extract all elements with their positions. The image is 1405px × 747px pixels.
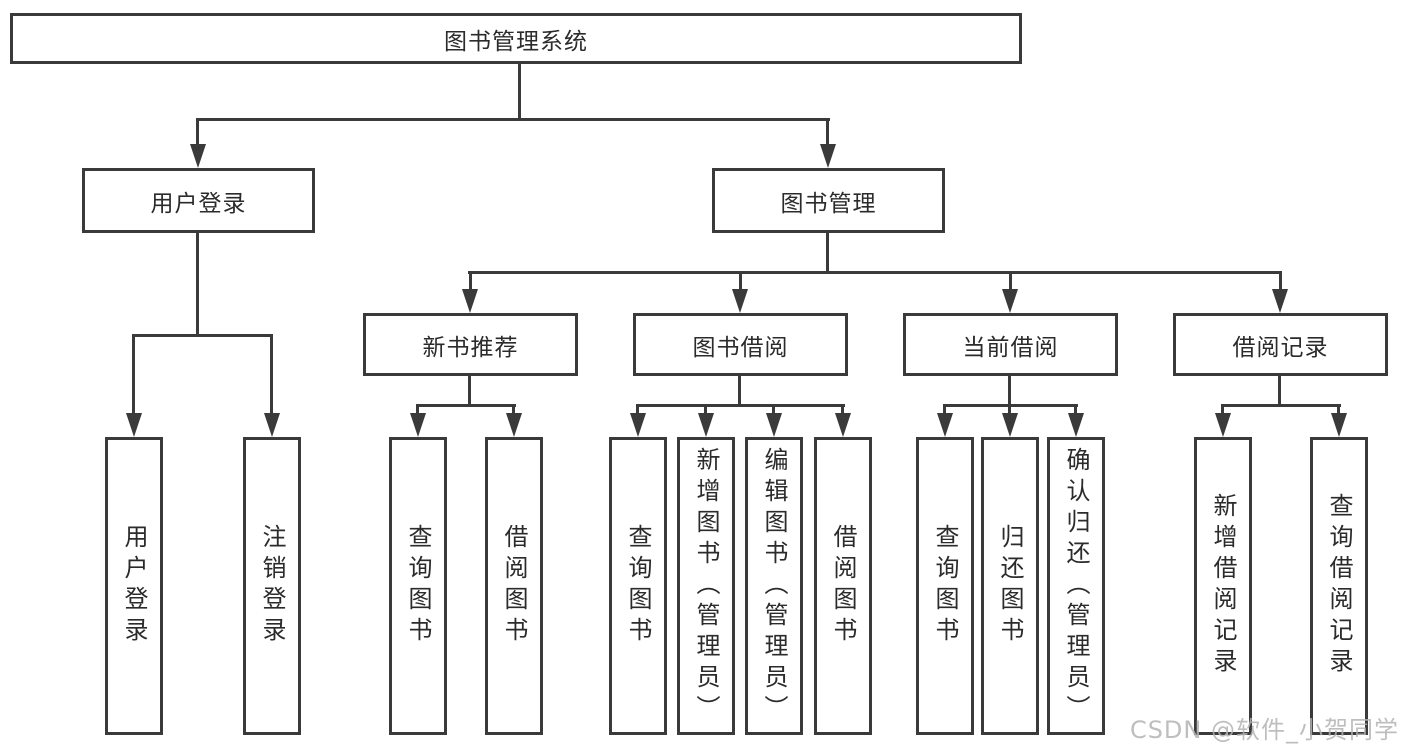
node-label: 新书推荐: [422, 334, 519, 361]
node-current-borrow: 当前借阅: [903, 313, 1118, 376]
node-new-book-recommend: 新书推荐: [363, 313, 578, 376]
connector-vline: [1337, 404, 1340, 418]
node-borrow-records: 借阅记录: [1173, 313, 1388, 376]
connector-vline: [841, 404, 844, 418]
node-label: 归还图书: [996, 524, 1024, 648]
connector-vline: [469, 271, 472, 293]
node-label: 查询图书: [404, 524, 432, 648]
arrow-down-icon: [732, 289, 748, 313]
connector-hline: [1221, 404, 1341, 407]
node-label: 查询借阅记录: [1325, 493, 1353, 679]
node-label: 图书管理系统: [444, 28, 588, 55]
connector-vline: [518, 64, 521, 121]
leaf-borrow-books-recommend: 借阅图书: [485, 437, 543, 735]
connector-vline: [636, 404, 639, 418]
arrow-down-icon: [698, 413, 714, 437]
node-book-management: 图书管理: [712, 168, 945, 233]
connector-vline: [196, 118, 199, 148]
connector-vline: [943, 404, 946, 418]
node-book-borrow: 图书借阅: [633, 313, 848, 376]
connector-vline: [1221, 404, 1224, 418]
arrow-down-icon: [630, 413, 646, 437]
node-label: 借阅图书: [829, 524, 857, 648]
node-label: 图书管理: [780, 190, 877, 217]
arrow-down-icon: [766, 413, 782, 437]
node-label: 图书借阅: [692, 334, 789, 361]
node-label: 借阅记录: [1232, 334, 1329, 361]
node-label: 查询图书: [931, 524, 959, 648]
arrow-down-icon: [126, 413, 142, 437]
leaf-query-borrow-record: 查询借阅记录: [1310, 437, 1368, 735]
arrow-down-icon: [835, 413, 851, 437]
connector-vline: [826, 233, 829, 274]
leaf-query-books-recommend: 查询图书: [389, 437, 447, 735]
leaf-add-books-admin: 新增图书（管理员）: [677, 437, 735, 735]
connector-vline: [512, 404, 515, 418]
leaf-edit-books-admin: 编辑图书（管理员）: [745, 437, 803, 735]
arrow-down-icon: [410, 413, 426, 437]
leaf-user-login: 用户登录: [105, 437, 163, 735]
arrow-down-icon: [1331, 413, 1347, 437]
node-label: 查询图书: [624, 524, 652, 648]
watermark: CSDN @软件_小贺同学: [1129, 716, 1399, 744]
arrow-down-icon: [1068, 413, 1084, 437]
connector-vline: [132, 334, 135, 418]
leaf-logout-login: 注销登录: [243, 437, 301, 735]
node-label: 确认归还（管理员）: [1062, 446, 1090, 726]
connector-vline: [739, 271, 742, 293]
connector-vline: [772, 404, 775, 418]
leaf-add-borrow-record: 新增借阅记录: [1194, 437, 1252, 735]
arrow-down-icon: [1002, 289, 1018, 313]
leaf-query-books-current: 查询图书: [916, 437, 974, 735]
arrow-down-icon: [1002, 413, 1018, 437]
node-label: 注销登录: [258, 524, 286, 648]
connector-hline: [132, 334, 273, 337]
connector-vline: [738, 376, 741, 407]
node-user-login: 用户登录: [82, 168, 315, 233]
connector-vline: [704, 404, 707, 418]
connector-vline: [1278, 376, 1281, 407]
connector-vline: [826, 118, 829, 148]
connector-hline: [636, 404, 845, 407]
arrow-down-icon: [937, 413, 953, 437]
node-library-system: 图书管理系统: [10, 13, 1022, 64]
leaf-confirm-return-admin: 确认归还（管理员）: [1047, 437, 1105, 735]
leaf-return-books: 归还图书: [981, 437, 1039, 735]
node-label: 新增图书（管理员）: [692, 446, 720, 726]
connector-hline: [196, 118, 830, 121]
connector-vline: [1009, 271, 1012, 293]
connector-vline: [416, 404, 419, 418]
connector-vline: [1008, 376, 1011, 407]
arrow-down-icon: [190, 144, 206, 168]
arrow-down-icon: [462, 289, 478, 313]
connector-vline: [1008, 404, 1011, 418]
arrow-down-icon: [1272, 289, 1288, 313]
arrow-down-icon: [506, 413, 522, 437]
arrow-down-icon: [1215, 413, 1231, 437]
connector-vline: [1074, 404, 1077, 418]
connector-hline: [468, 271, 1282, 274]
node-label: 当前借阅: [962, 334, 1059, 361]
connector-vline: [270, 334, 273, 418]
node-label: 新增借阅记录: [1209, 493, 1237, 679]
connector-hline: [416, 404, 516, 407]
arrow-down-icon: [264, 413, 280, 437]
node-label: 编辑图书（管理员）: [760, 446, 788, 726]
node-label: 借阅图书: [500, 524, 528, 648]
leaf-borrow-books: 借阅图书: [814, 437, 872, 735]
connector-vline: [1279, 271, 1282, 293]
connector-vline: [468, 376, 471, 407]
node-label: 用户登录: [120, 524, 148, 648]
node-label: 用户登录: [150, 190, 247, 217]
arrow-down-icon: [820, 144, 836, 168]
leaf-query-books-borrow: 查询图书: [609, 437, 667, 735]
connector-vline: [196, 233, 199, 337]
